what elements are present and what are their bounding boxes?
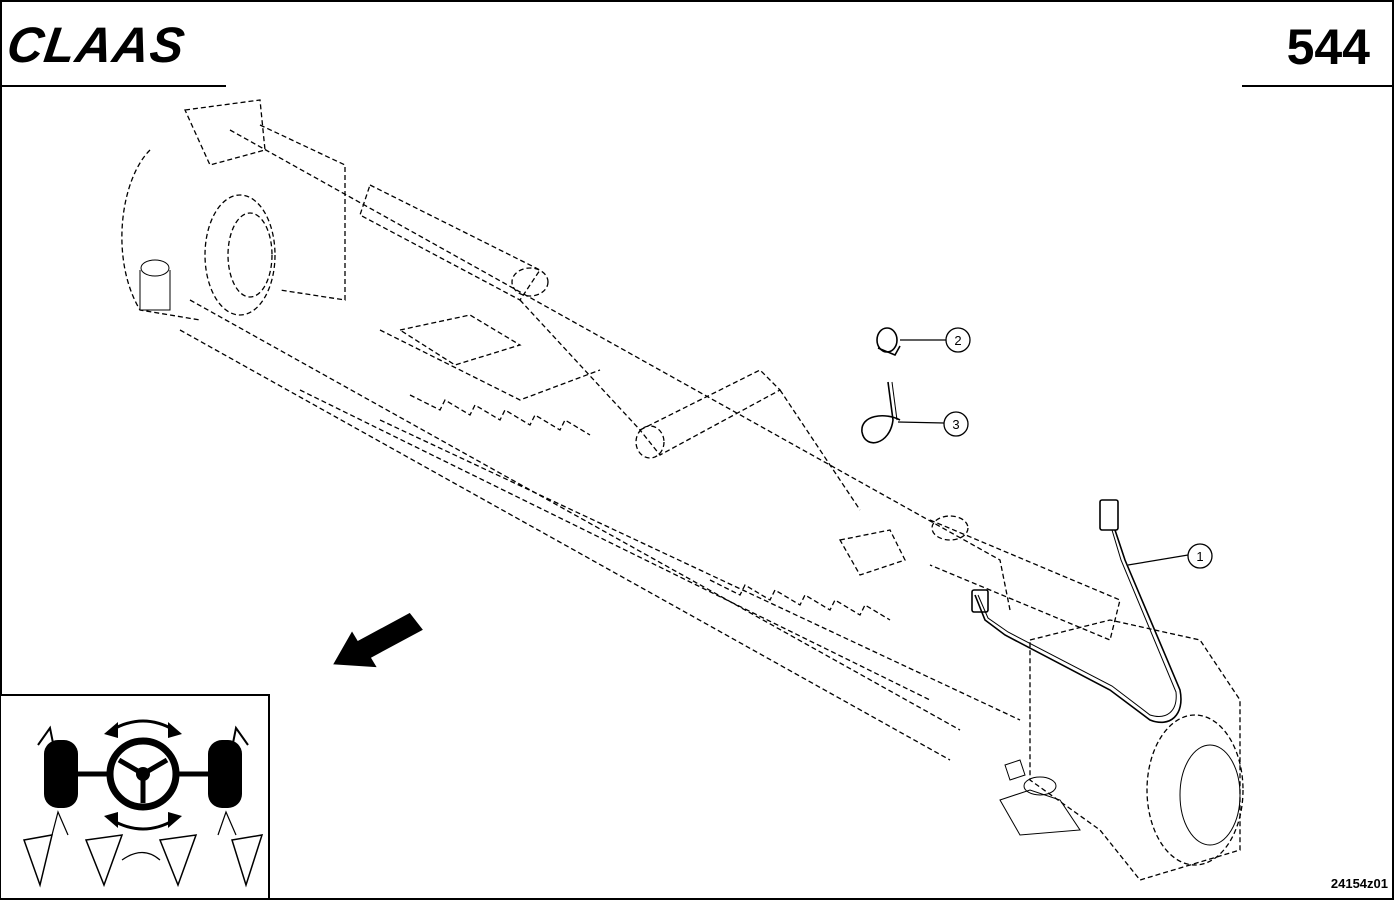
part-1-sensor-cable [971, 499, 1182, 724]
part-3-cable-tie [861, 381, 901, 444]
part-2-clip [876, 327, 901, 357]
header: CLAAS 544 [0, 17, 1394, 87]
steering-axle-symbol-icon [0, 694, 270, 900]
callout-2-number: 2 [954, 333, 961, 348]
callout-3-number: 3 [952, 417, 959, 432]
front-axle-outline [121, 99, 1244, 881]
callout-3: 3 [897, 411, 969, 437]
travel-direction-arrow-icon [330, 611, 426, 669]
page-number: 544 [1287, 19, 1371, 75]
brand-logo: CLAAS [4, 17, 189, 73]
drawing-id: 24154z01 [1331, 876, 1388, 891]
callout-2: 2 [900, 327, 971, 353]
callout-1: 1 [1127, 543, 1213, 569]
callout-1-number: 1 [1196, 549, 1203, 564]
